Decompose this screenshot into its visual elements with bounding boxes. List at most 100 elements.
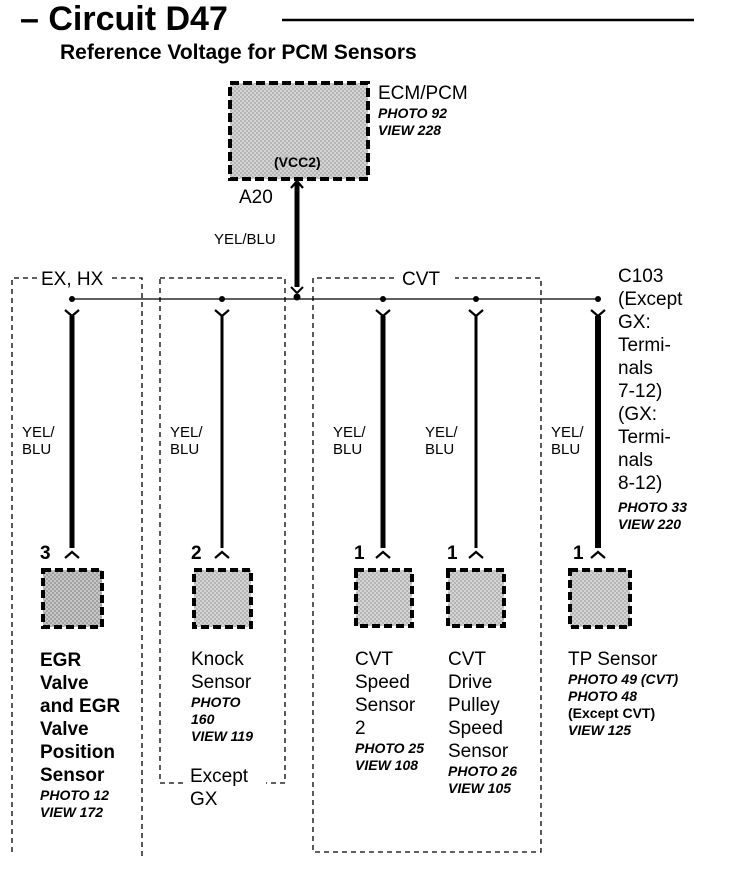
cvt-pulley-sensor-box xyxy=(446,568,506,628)
ecm-label-block: ECM/PCM PHOTO 92 VIEW 228 xyxy=(378,82,468,139)
wire-color-line: YEL/ xyxy=(170,424,203,441)
branch-wire-tp xyxy=(590,296,606,559)
component-photo-number: 160 xyxy=(191,711,215,727)
component-name-line: Speed xyxy=(448,718,503,739)
connector-photo-ref: PHOTO 33 xyxy=(618,499,687,515)
component-name-line: Pulley xyxy=(448,695,500,716)
component-name-line: Position xyxy=(40,742,115,763)
component-photo-ref: PHOTO 48 xyxy=(568,688,637,704)
component-name-line: EGR xyxy=(40,650,82,671)
tp-sensor-box xyxy=(568,568,632,629)
component-photo-note: (Except CVT) xyxy=(568,705,656,721)
egr-sensor-label: EGR Valve and EGR Valve Position Sensor … xyxy=(40,649,120,821)
component-photo-ref: PHOTO 26 xyxy=(448,763,517,779)
component-name-line: Knock xyxy=(191,649,244,670)
wire-color-cvt-pulley: YEL/ BLU xyxy=(425,424,458,458)
connector-line: 7-12) xyxy=(618,381,663,402)
wire-color-line: YEL/ xyxy=(551,424,584,441)
group-except-gx-box xyxy=(159,277,286,784)
branch-wire-knock xyxy=(214,296,230,559)
component-view-ref: VIEW 105 xyxy=(448,780,512,796)
connector-line: (GX: xyxy=(618,404,658,425)
except-gx-line-2: GX xyxy=(190,789,218,810)
connector-view-ref: VIEW 220 xyxy=(618,516,682,532)
pin-number-tp: 1 xyxy=(573,543,584,564)
ecm-name: ECM/PCM xyxy=(378,83,468,104)
component-name-line: Valve xyxy=(40,673,89,694)
pin-number-egr: 3 xyxy=(40,543,51,564)
wire-color-egr: YEL/ BLU xyxy=(22,424,55,458)
group-exhx-box xyxy=(11,277,143,856)
group-exhx-label: EX, HX xyxy=(41,269,104,290)
connector-line: Termi- xyxy=(618,427,671,448)
connector-line: C103 xyxy=(618,266,664,287)
connector-line: 8-12) xyxy=(618,473,663,494)
component-photo-ref: PHOTO 49 (CVT) xyxy=(568,671,679,687)
connector-c103-label: C103 (Except GX: Termi- nals 7-12) (GX: … xyxy=(618,265,682,495)
group-cvt-label: CVT xyxy=(402,269,440,290)
component-name-line: Sensor xyxy=(448,741,509,762)
wire-color-line: BLU xyxy=(22,441,52,458)
component-view-ref: VIEW 108 xyxy=(355,757,419,773)
component-name-line: CVT xyxy=(448,649,486,670)
branch-wire-egr xyxy=(64,296,80,559)
wire-color-line: BLU xyxy=(170,441,200,458)
component-name-line: Speed xyxy=(355,672,410,693)
cvt-speed-sensor-box xyxy=(354,568,414,628)
cvt-pulley-sensor-label: CVT Drive Pulley Speed Sensor PHOTO 26 V… xyxy=(448,648,517,797)
pin-number-knock: 2 xyxy=(191,543,202,564)
connector-line: (Except xyxy=(618,289,683,310)
component-name-line: CVT xyxy=(355,649,393,670)
knock-sensor-label: Knock Sensor PHOTO 160 VIEW 119 xyxy=(191,648,253,745)
knock-sensor-box xyxy=(192,568,253,629)
egr-sensor-box xyxy=(41,568,104,629)
component-name-line: Sensor xyxy=(191,672,252,693)
component-photo-ref: PHOTO 25 xyxy=(355,740,424,756)
tp-sensor-label: TP Sensor PHOTO 49 (CVT) PHOTO 48 (Excep… xyxy=(568,648,678,739)
pin-number-cvt-pulley: 1 xyxy=(447,543,458,564)
component-name-line: and EGR xyxy=(40,696,121,717)
cvt-speed-sensor-label: CVT Speed Sensor 2 PHOTO 25 VIEW 108 xyxy=(355,648,424,774)
wire-color-line: BLU xyxy=(333,441,363,458)
except-gx-line-1: Except xyxy=(190,766,249,787)
wire-color-line: YEL/ xyxy=(425,424,458,441)
wire-color-cvt-speed: YEL/ BLU xyxy=(333,424,366,458)
connector-refs: PHOTO 33 VIEW 220 xyxy=(618,499,687,533)
wire-color-line: YEL/ xyxy=(22,424,55,441)
ecm-feed-wire xyxy=(290,179,304,287)
ecm-box xyxy=(228,81,370,181)
page-title: – Circuit D47 xyxy=(20,0,228,38)
component-name-line: Sensor xyxy=(40,765,105,786)
ecm-internal-label: (VCC2) xyxy=(274,154,321,170)
branch-wire-cvt-speed xyxy=(375,296,391,559)
component-name-line: Sensor xyxy=(355,695,416,716)
branch-wire-cvt-pulley xyxy=(468,296,484,559)
ecm-view-ref: VIEW 228 xyxy=(378,122,442,138)
group-cvt-box xyxy=(312,277,542,853)
component-name-line: TP Sensor xyxy=(568,649,658,670)
component-name-line: 2 xyxy=(355,718,366,739)
component-view-ref: VIEW 125 xyxy=(568,722,632,738)
page-subtitle: Reference Voltage for PCM Sensors xyxy=(60,41,417,64)
pin-number-cvt-speed: 1 xyxy=(354,543,365,564)
wire-color-line: BLU xyxy=(551,441,581,458)
wire-color-knock: YEL/ BLU xyxy=(170,424,203,458)
connector-line: nals xyxy=(618,450,653,471)
component-view-ref: VIEW 172 xyxy=(40,804,104,820)
component-photo-ref: PHOTO 12 xyxy=(40,787,109,803)
wire-color-tp: YEL/ BLU xyxy=(551,424,584,458)
ecm-wire-color: YEL/BLU xyxy=(214,231,276,248)
connector-line: nals xyxy=(618,358,653,379)
component-view-ref: VIEW 119 xyxy=(191,728,253,744)
component-name-line: Valve xyxy=(40,719,89,740)
connector-line: Termi- xyxy=(618,335,671,356)
ecm-photo-ref: PHOTO 92 xyxy=(378,105,447,121)
wire-color-line: BLU xyxy=(425,441,455,458)
group-except-gx-label: Except GX xyxy=(190,765,248,811)
component-photo-ref: PHOTO xyxy=(191,694,241,710)
component-name-line: Drive xyxy=(448,672,493,693)
connector-line: GX: xyxy=(618,312,651,333)
ecm-terminal-label: A20 xyxy=(239,187,273,208)
wire-color-line: YEL/ xyxy=(333,424,366,441)
